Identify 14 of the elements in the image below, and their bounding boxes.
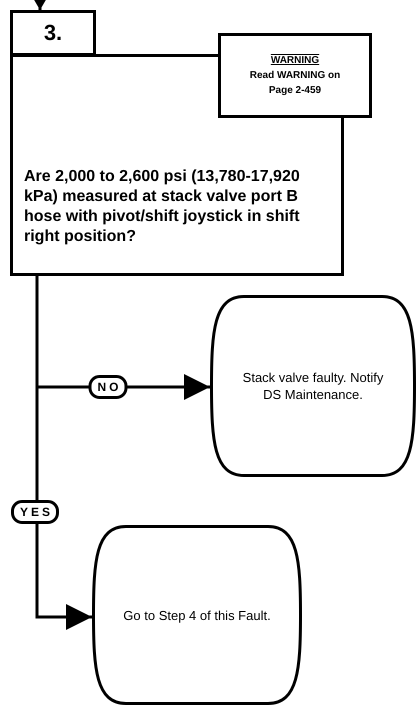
edge-label: NO — [88, 375, 128, 399]
terminal-box — [92, 525, 302, 705]
question-box — [10, 54, 344, 276]
question-text: Are 2,000 to 2,600 psi (13,780-17,920 kPa) measured at stack valve port B hose with pivot/shift joystick in shift right position? — [24, 167, 301, 247]
edge-label: YES — [11, 500, 59, 524]
outcome-text: Stack valve faulty. Notify DS Maintenance. — [242, 369, 384, 403]
step-number-box: 3. — [10, 10, 96, 56]
arrow — [36, 276, 92, 630]
terminal-box — [210, 295, 416, 477]
warning-heading: WARNING — [270, 54, 320, 68]
warning-text: Read WARNING on Page 2-459 — [248, 68, 342, 98]
arrow — [33, 0, 47, 10]
warning-box — [218, 33, 372, 118]
outcome-text: Go to Step 4 of this Fault. — [123, 606, 271, 624]
